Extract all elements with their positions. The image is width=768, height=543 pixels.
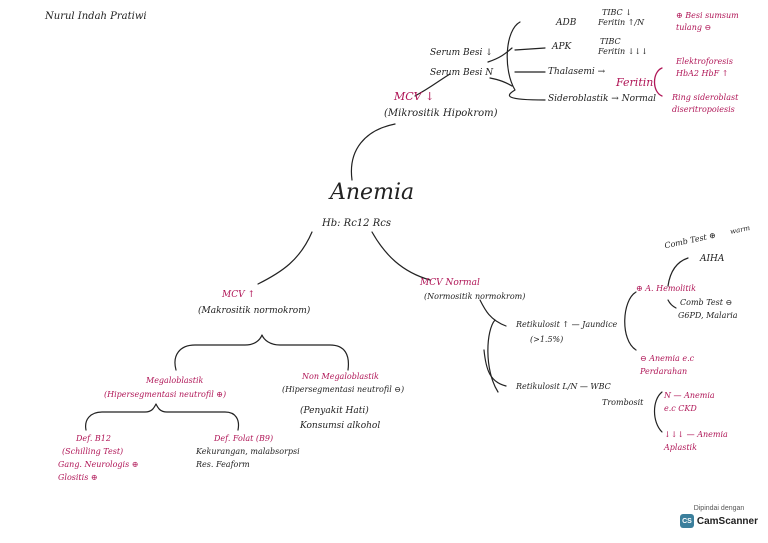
mcv-normal-title: MCV Normal (420, 278, 480, 288)
comb-neg-note: G6PD, Malaria (678, 311, 738, 320)
link-anemia-mcv-normal (371, 231, 431, 281)
brace-mcv-high-branches (174, 334, 350, 371)
def-folat-item-2: Res. Feaform (196, 460, 250, 469)
feritin-label: Feritin (616, 76, 654, 89)
adb-lab2: Feritin ↑/N (598, 18, 645, 27)
thalasemia-label: Thalasemi → (548, 67, 606, 77)
brace-mcv-normal (487, 319, 499, 393)
serum-normal: Serum Besi N (430, 68, 494, 78)
apk-lab2: Feritin ↓↓↓ (598, 47, 648, 56)
def-b12-item-3: Glositis ⊕ (58, 473, 98, 482)
apk-lab: TIBC (600, 37, 621, 46)
brace-feritin-results (653, 67, 663, 97)
aiha-label: AIHA (700, 254, 725, 264)
mcv-low-sub: (Mikrositik Hipokrom) (384, 108, 498, 119)
non-megaloblastik-sub: (Hipersegmentasi neutrofil ⊖) (282, 385, 405, 394)
def-b12-item-2: Gang. Neurologis ⊕ (58, 460, 139, 469)
author-label: Nurul Indah Pratiwi (45, 11, 147, 22)
def-b12-item-1: (Schilling Test) (62, 447, 124, 456)
retik-low: Retikulosit L/N — WBC (516, 382, 611, 391)
center-sub: Hb: Rc12 Rcs (322, 218, 391, 229)
non-megalo-item-2: Konsumsi alkohol (300, 421, 381, 431)
mcv-high-title: MCV ↑ (222, 290, 256, 300)
hemolitik-label: ⊕ A. Hemolitik (636, 284, 696, 293)
thal-result: Elektroforesis HbA2 HbF ↑ (676, 57, 733, 78)
apk-label: APK (552, 42, 572, 52)
sideroblastik-label: Sideroblastik → Normal (548, 94, 657, 104)
retik-pct: (>1.5%) (530, 335, 564, 344)
mcv-low-title: MCV ↓ (394, 90, 435, 103)
aplastik-label: ↓↓↓ — Anemia Aplastik (664, 430, 728, 452)
megaloblastik-label: Megaloblastik (146, 376, 204, 385)
trombosit-label: Trombosit (602, 398, 644, 407)
scanner-watermark: Dipindai dengan CS CamScanner (680, 505, 758, 537)
def-b12-label: Def. B12 (76, 434, 111, 443)
brace-trombosit (653, 391, 663, 433)
adb-lab: TIBC ↓ (602, 8, 632, 17)
brace-serum (506, 21, 546, 101)
link-mcv-low-serum (414, 73, 451, 97)
scanner-caption: Dipindai dengan (693, 505, 745, 512)
mcv-high-sub: (Makrositik normokrom) (198, 306, 311, 316)
link-serum-normal (489, 77, 513, 87)
link-mcv-normal-retik-low (483, 349, 507, 387)
perdarahan-label: ⊖ Anemia e.c Perdarahan (640, 354, 695, 376)
link-serum-high (487, 47, 513, 63)
link-anemia-mcv-high (257, 231, 313, 285)
def-folat-label: Def. Folat (B9) (214, 434, 274, 443)
comb-neg: Comb Test ⊖ (680, 298, 733, 307)
mcv-normal-sub: (Normositik normokrom) (424, 292, 526, 301)
link-hemolitik-comb-neg (667, 299, 677, 309)
scanner-app-name: CamScanner (696, 515, 758, 527)
serum-low: Serum Besi ↓ (430, 48, 493, 58)
link-anemia-mcv-low (350, 123, 396, 181)
brace-jaundice (624, 291, 637, 351)
sidero-result: Ring sideroblast diseritropoiesis (672, 93, 739, 114)
brace-megaloblastik (85, 403, 240, 431)
non-megalo-item-1: (Penyakit Hati) (300, 406, 369, 416)
def-folat-item-1: Kekurangan, malabsorpsi (196, 447, 300, 456)
adb-result: ⊕ Besi sumsum tulang ⊖ (676, 11, 739, 32)
retik-high: Retikulosit ↑ — Jaundice (516, 320, 618, 329)
link-hemolitik-comb (667, 257, 689, 287)
ckd-label: N — Anemia e.c CKD (664, 391, 715, 413)
camscanner-icon: CS (680, 514, 694, 528)
center-title: Anemia (330, 180, 415, 205)
megaloblastik-sub: (Hipersegmentasi neutrofil ⊕) (104, 390, 227, 399)
adb-label: ADB (556, 18, 577, 28)
non-megaloblastik-label: Non Megaloblastik (302, 372, 379, 381)
link-mcv-normal-retik-high (479, 299, 507, 327)
